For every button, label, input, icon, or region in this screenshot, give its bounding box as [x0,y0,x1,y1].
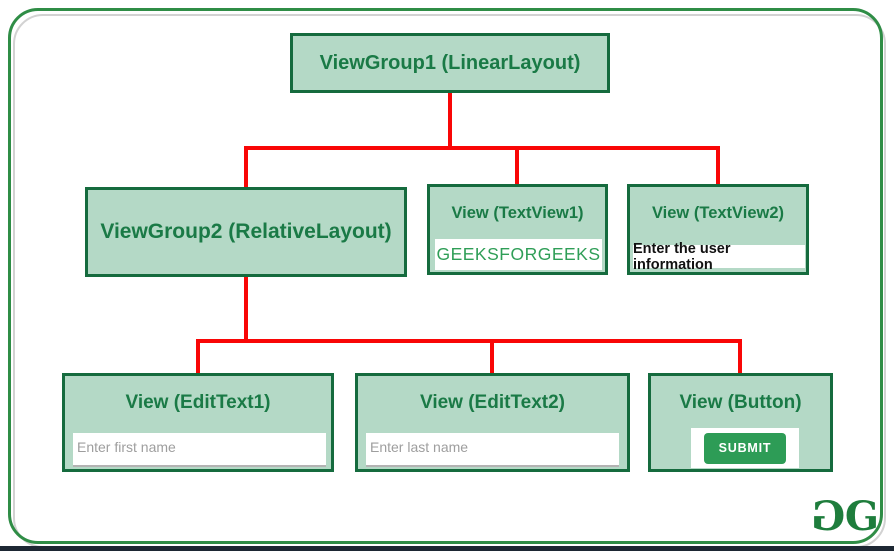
logo-left-g: G [813,493,845,540]
connector-level2-hline [244,146,720,150]
connector-root-stem [448,93,452,150]
connector-drop-button [738,343,742,373]
connector-drop-textview1 [515,150,519,184]
node-edittext2: View (EditText2) [355,373,630,472]
node-button-label: View (Button) [679,392,802,413]
node-textview2-label: View (TextView2) [651,204,785,222]
geeksforgeeks-logo: GG [813,493,879,540]
logo-right-g: G [844,493,879,540]
node-button: View (Button) SUBMIT [648,373,833,472]
node-viewgroup2: ViewGroup2 (RelativeLayout) [85,187,407,277]
textview1-content-text: GEEKSFORGEEKS [436,244,601,264]
node-edittext1-label: View (EditText1) [125,392,271,413]
connector-viewgroup2-stem [244,277,248,339]
rounded-frame [8,8,883,544]
textview2-content-text: Enter the user information [633,240,731,273]
first-name-input[interactable] [73,433,326,467]
submit-button[interactable]: SUBMIT [704,432,786,464]
node-edittext1: View (EditText1) [62,373,334,472]
node-textview1-label: View (TextView1) [451,204,584,222]
textview2-content-strip: Enter the user information [633,241,805,273]
bottom-edge-bar [0,546,894,551]
connector-drop-edittext1 [196,343,200,373]
node-viewgroup2-label: ViewGroup2 (RelativeLayout) [100,220,392,243]
connector-level3-hline [196,339,742,343]
node-viewgroup1: ViewGroup1 (LinearLayout) [290,33,610,93]
connector-drop-edittext2 [490,343,494,373]
node-edittext2-label: View (EditText2) [420,392,565,413]
last-name-input[interactable] [366,433,619,467]
textview1-content-strip: GEEKSFORGEEKS [435,239,602,270]
node-textview2: View (TextView2) Enter the user informat… [627,184,809,275]
connector-drop-viewgroup2 [244,150,248,187]
node-viewgroup1-label: ViewGroup1 (LinearLayout) [319,51,581,74]
button-strip: SUBMIT [691,428,799,468]
connector-drop-textview2 [716,150,720,184]
node-textview1: View (TextView1) GEEKSFORGEEKS [427,184,608,275]
